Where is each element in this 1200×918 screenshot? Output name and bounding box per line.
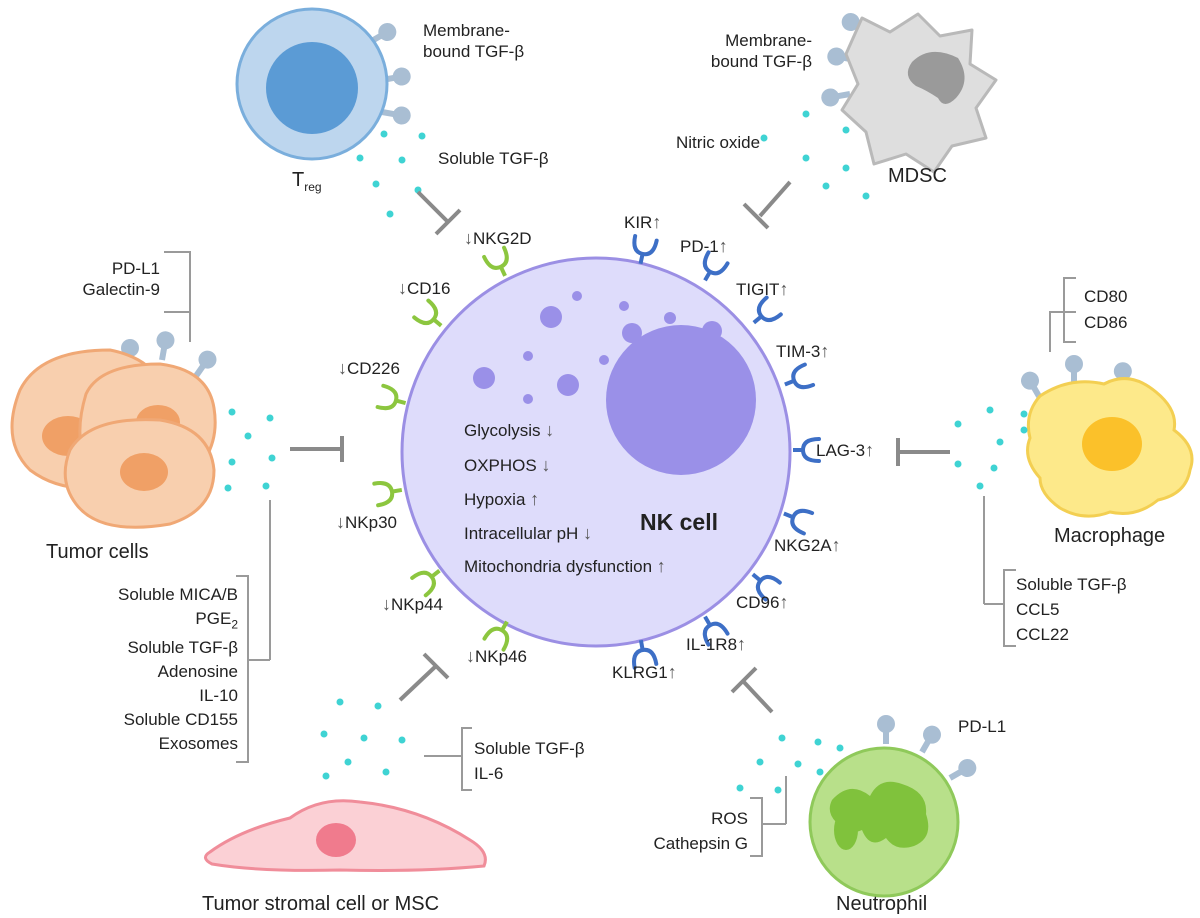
stromal-cell: [204, 652, 487, 872]
receptor-nkp30-label: ↓NKp30: [336, 512, 397, 532]
receptor-nkg2d-label: ↓NKG2D: [464, 228, 532, 248]
treg-cell: [235, 7, 462, 236]
neutrophil-surface-label: PD-L1: [958, 717, 1007, 736]
receptor-lag3-label: LAG-3↑: [816, 440, 875, 460]
receptor-cd16-label: ↓CD16: [398, 278, 451, 298]
tumor-name: Tumor cells: [46, 541, 149, 563]
neutrophil-secreted-list: ROS Cathepsin G: [653, 809, 749, 853]
receptor-klrg1-label: KLRG1↑: [612, 662, 677, 682]
tumor-surface-list: PD-L1 Galectin-9: [82, 259, 160, 299]
metabolism-item: Intracellular pH ↓: [464, 523, 593, 543]
macrophage-secreted-list: Soluble TGF-β CCL5 CCL22: [1016, 575, 1127, 644]
receptor-nkg2a-label: NKG2A↑: [774, 535, 841, 555]
receptor-pd1-label: PD-1↑: [680, 236, 728, 256]
stromal-secreted-list: Soluble TGF-β IL-6: [474, 739, 585, 783]
receptor-tigit-label: TIGIT↑: [736, 279, 789, 299]
receptor-nkp46-label: ↓NKp46: [466, 646, 527, 666]
nk-cell: [400, 256, 792, 648]
nk-granules: [473, 291, 722, 404]
metabolism-item: Glycolysis ↓: [464, 420, 555, 440]
stromal-name: Tumor stromal cell or MSC: [202, 893, 440, 915]
nk-cell-title: NK cell: [640, 509, 718, 535]
macrophage-surface-list: CD80 CD86: [1084, 287, 1128, 332]
treg-membrane-label: Membrane-bound TGF-β: [423, 21, 525, 61]
tumor-secreted-list: Soluble MICA/B PGE2 Soluble TGF-β Adenos…: [118, 585, 238, 754]
macrophage-name: Macrophage: [1054, 525, 1166, 547]
receptor-tim3-label: TIM-3↑: [776, 341, 830, 361]
metabolism-item: OXPHOS ↓: [464, 455, 551, 475]
receptor-il1r8-label: IL-1R8↑: [686, 634, 747, 654]
tumor-cells: [10, 251, 344, 763]
receptor-cd226-label: ↓CD226: [338, 358, 400, 378]
macrophage-cell: [896, 277, 1194, 647]
mdsc-nitric-oxide-label: Nitric oxide: [676, 133, 761, 152]
mdsc-name: MDSC: [888, 165, 947, 187]
metabolism-item: Hypoxia ↑: [464, 489, 540, 509]
receptor-cd96-label: CD96↑: [736, 592, 789, 612]
nk-nucleus: [606, 325, 756, 475]
neutrophil-name: Neutrophil: [836, 893, 928, 915]
treg-soluble-label: Soluble TGF-β: [438, 149, 549, 168]
mdsc-cell: [742, 10, 998, 230]
treg-name: Treg: [292, 169, 322, 194]
metabolism-item: Mitochondria dysfunction ↑: [464, 556, 666, 576]
receptor-kir-label: KIR↑: [624, 212, 662, 232]
neutrophil-cell: [730, 666, 980, 898]
receptor-nkp44-label: ↓NKp44: [382, 594, 443, 614]
mdsc-membrane-label: Membrane-bound TGF-β: [710, 31, 812, 71]
